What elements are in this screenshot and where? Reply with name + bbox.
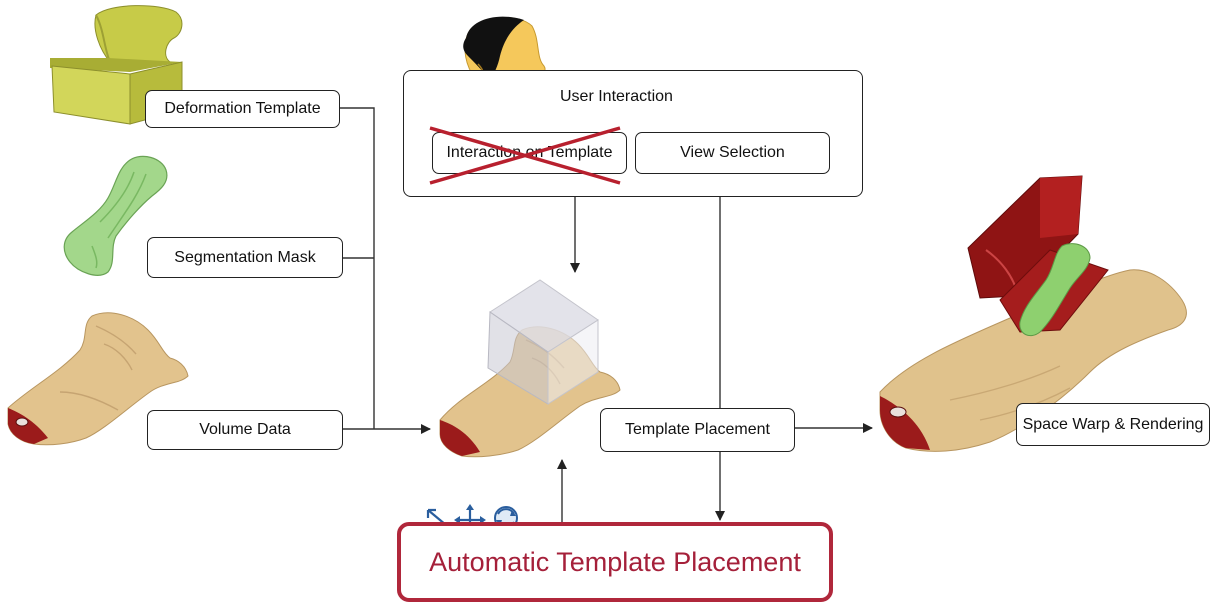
user-interaction-title: User Interaction [560,88,673,105]
automatic-template-placement-label: Automatic Template Placement [429,546,801,577]
view-selection-label: View Selection [680,144,785,161]
deformation-template-box: Deformation Template [145,90,340,128]
view-selection-box: View Selection [635,132,830,174]
deformation-template-label: Deformation Template [164,100,321,117]
space-warp-rendering-label: Space Warp & Rendering [1022,415,1204,433]
volume-data-box: Volume Data [147,410,343,450]
template-placement-box: Template Placement [600,408,795,452]
template-placement-label: Template Placement [625,421,770,438]
space-warp-rendering-box: Space Warp & Rendering [1016,403,1210,446]
segmentation-mask-label: Segmentation Mask [174,248,316,266]
volume-data-label: Volume Data [199,421,291,438]
automatic-template-placement-box: Automatic Template Placement [397,522,833,602]
segmentation-mask-box: Segmentation Mask [147,237,343,278]
connector-deformation [340,107,375,429]
